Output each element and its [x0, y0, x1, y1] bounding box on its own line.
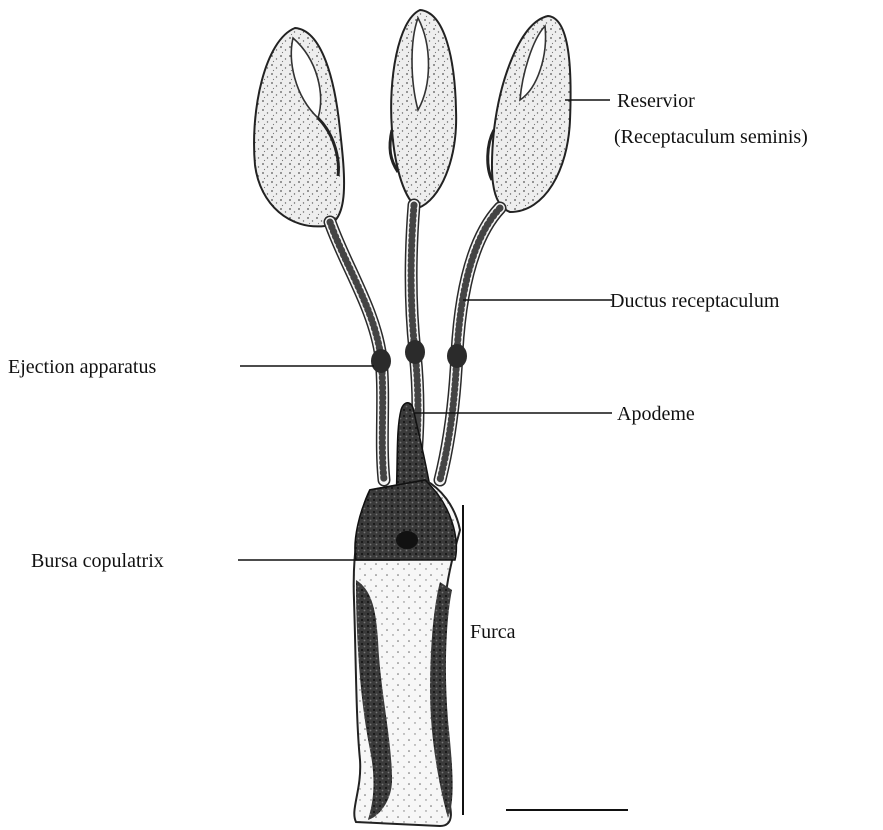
reservoir-right: [488, 16, 571, 212]
label-furca: Furca: [470, 621, 516, 643]
label-bursa-copulatrix: Bursa copulatrix: [31, 550, 164, 572]
label-reservoir: Reservior: [617, 90, 695, 112]
reservoir-left: [254, 28, 344, 226]
furca: [354, 480, 460, 826]
reservoir-middle: [390, 10, 456, 208]
bursa-copulatrix: [396, 531, 418, 549]
label-apodeme: Apodeme: [617, 403, 695, 425]
label-receptaculum-seminis: (Receptaculum seminis): [614, 126, 808, 148]
ductus-right: [440, 208, 500, 480]
label-ejection-apparatus: Ejection apparatus: [8, 356, 156, 378]
label-ductus-receptaculum: Ductus receptaculum: [610, 290, 780, 312]
